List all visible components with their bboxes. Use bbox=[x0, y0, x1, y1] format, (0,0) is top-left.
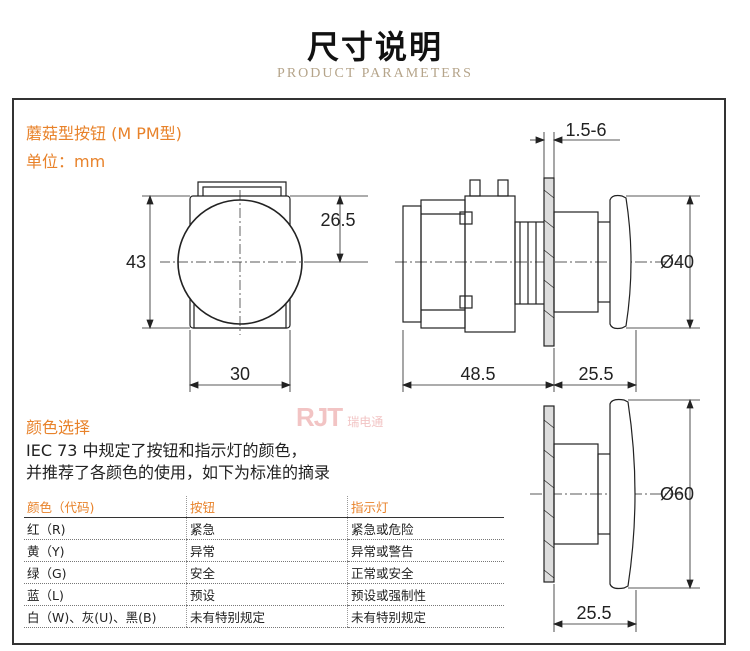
table-cell: 白（W)、灰(U)、黑(B) bbox=[24, 605, 187, 628]
dim-30 bbox=[188, 330, 292, 392]
table-row: 红（R) 紧急 紧急或危险 bbox=[24, 517, 504, 540]
front-view bbox=[160, 181, 305, 335]
table-cell: 红（R) bbox=[24, 517, 187, 540]
dim-d40-label: Ø40 bbox=[660, 252, 694, 272]
dim-25-5-lower-label: 25.5 bbox=[576, 603, 611, 623]
table-cell: 紧急或危险 bbox=[347, 517, 504, 540]
table-header-button: 按钮 bbox=[186, 496, 348, 518]
table-cell: 预设 bbox=[186, 583, 348, 606]
colors-desc-line2: 并推荐了各颜色的使用，如下为标准的摘录 bbox=[26, 463, 331, 482]
dim-d60 bbox=[628, 398, 700, 590]
colors-title: 颜色选择 bbox=[26, 418, 91, 437]
dim-d40 bbox=[626, 194, 700, 330]
table-cell: 预设或强制性 bbox=[347, 583, 504, 606]
dim-1-5-6 bbox=[530, 132, 620, 178]
dim-48-5-label: 48.5 bbox=[460, 364, 495, 384]
table-cell: 安全 bbox=[186, 561, 348, 584]
table-header-indicator: 指示灯 bbox=[347, 496, 504, 518]
table-header-row: 颜色（代码) 按钮 指示灯 bbox=[24, 496, 504, 518]
dim-1-5-6-label: 1.5-6 bbox=[565, 120, 606, 140]
product-name: 蘑菇型按钮 (M PM型) bbox=[26, 124, 182, 143]
table-cell: 异常 bbox=[186, 539, 348, 562]
table-cell: 蓝（L) bbox=[24, 583, 187, 606]
dim-d60-label: Ø60 bbox=[660, 484, 694, 504]
side-view bbox=[395, 177, 680, 347]
dim-25-5-lower bbox=[552, 584, 638, 632]
table-cell: 未有特别规定 bbox=[347, 605, 504, 628]
head-60-view bbox=[530, 398, 690, 590]
dim-26-5-label: 26.5 bbox=[320, 210, 355, 230]
table-row: 蓝（L) 预设 预设或强制性 bbox=[24, 583, 504, 606]
dim-30-label: 30 bbox=[230, 364, 250, 384]
color-table: 颜色（代码) 按钮 指示灯 红（R) 紧急 紧急或危险 黄（Y) 异常 异常或警… bbox=[24, 496, 504, 628]
table-cell: 未有特别规定 bbox=[186, 605, 348, 628]
diagram-frame bbox=[12, 98, 726, 645]
dim-25-5-label: 25.5 bbox=[578, 364, 613, 384]
table-cell: 正常或安全 bbox=[347, 561, 504, 584]
table-cell: 异常或警告 bbox=[347, 539, 504, 562]
brand-logo-text: 瑞电通 bbox=[347, 415, 384, 429]
brand-logo: RJT 瑞电通 bbox=[296, 402, 383, 433]
page-title: 尺寸说明 bbox=[306, 28, 443, 66]
brand-logo-mark: RJT bbox=[296, 402, 343, 432]
table-row: 白（W)、灰(U)、黑(B) 未有特别规定 未有特别规定 bbox=[24, 605, 504, 628]
dim-43-label: 43 bbox=[126, 252, 146, 272]
table-cell: 黄（Y) bbox=[24, 539, 187, 562]
table-cell: 紧急 bbox=[186, 517, 348, 540]
table-cell: 绿（G) bbox=[24, 561, 187, 584]
colors-desc-line1: IEC 73 中规定了按钮和指示灯的颜色， bbox=[26, 441, 307, 460]
page-subtitle: PRODUCT PARAMETERS bbox=[277, 66, 473, 81]
table-row: 黄（Y) 异常 异常或警告 bbox=[24, 539, 504, 562]
dim-26-5 bbox=[290, 194, 368, 264]
table-header-color: 颜色（代码) bbox=[24, 496, 187, 518]
dim-48-5-25-5 bbox=[401, 330, 638, 392]
dim-43 bbox=[142, 194, 190, 330]
table-row: 绿（G) 安全 正常或安全 bbox=[24, 561, 504, 584]
unit-label: 单位：mm bbox=[26, 152, 106, 171]
